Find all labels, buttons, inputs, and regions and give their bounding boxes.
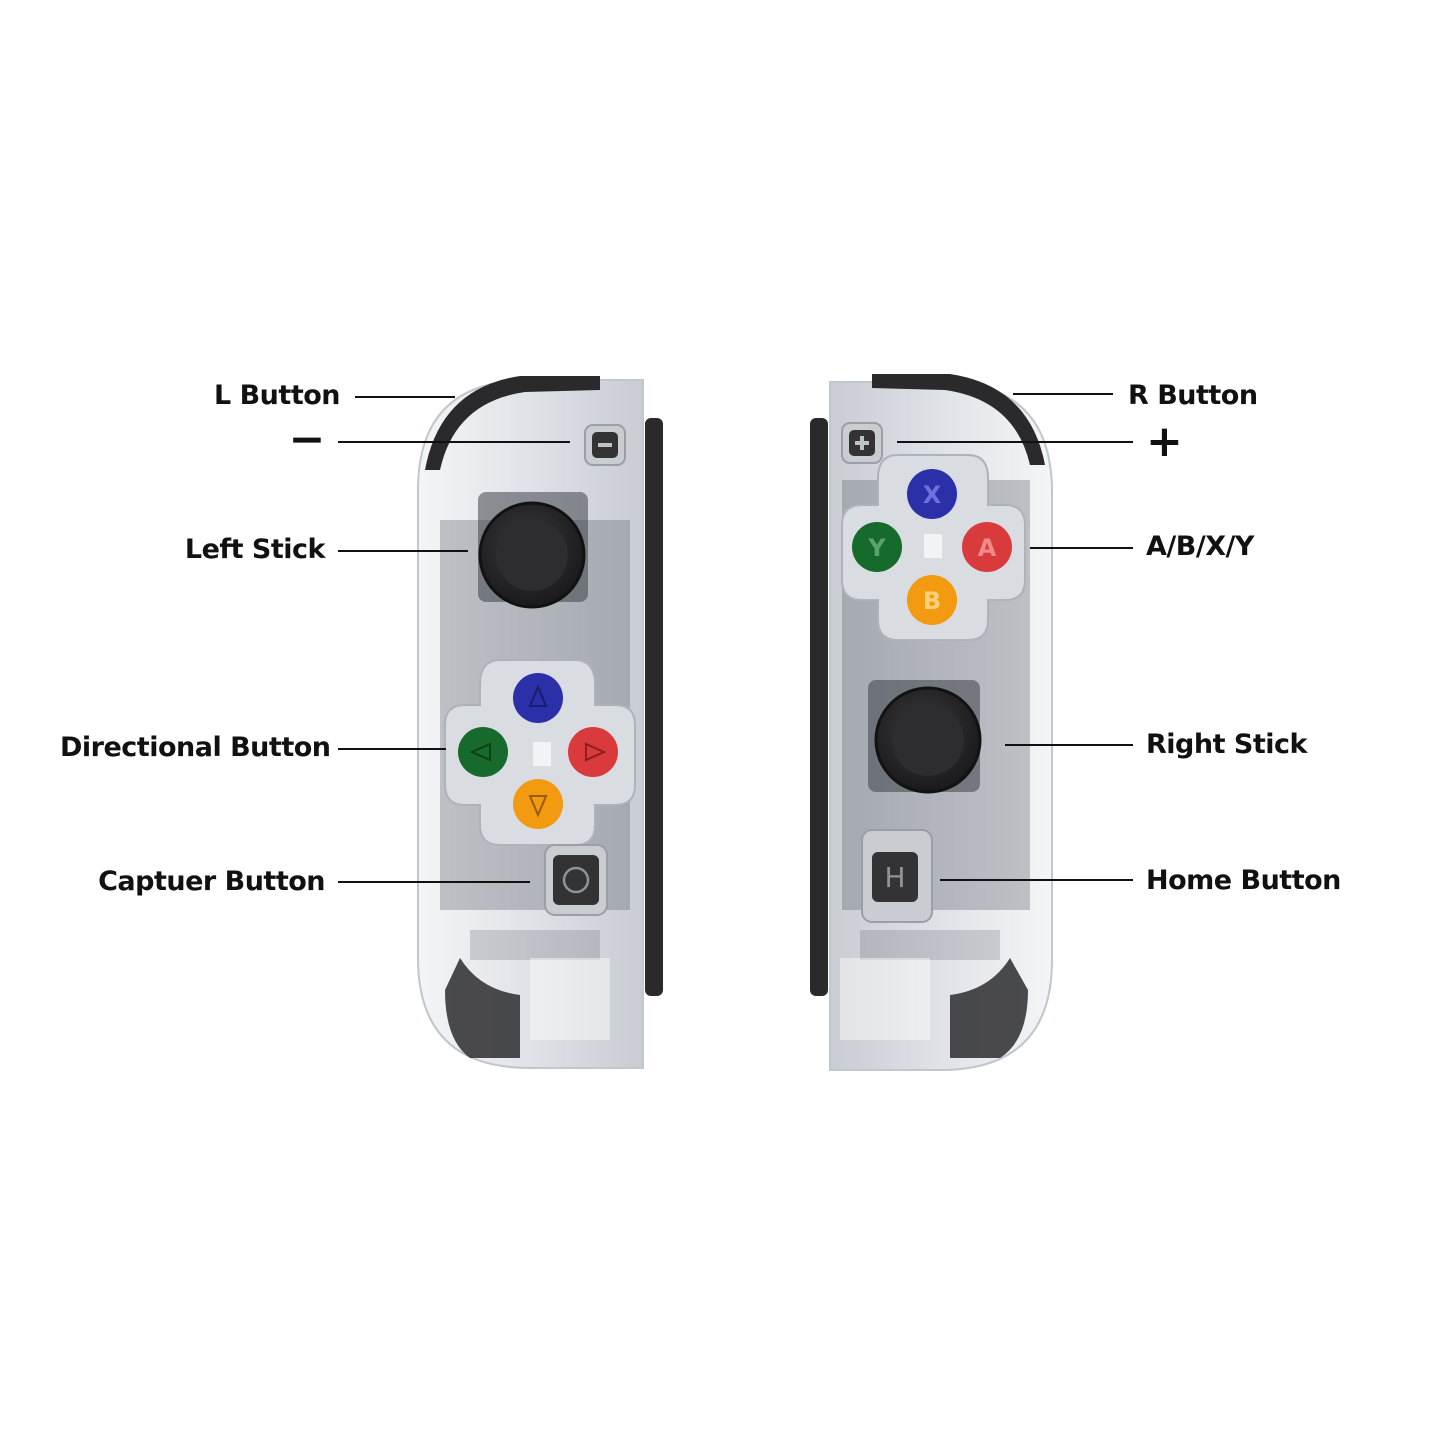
left-stick-label: Left Stick xyxy=(184,534,326,565)
dpad-up-button[interactable] xyxy=(513,673,563,723)
a-button[interactable] xyxy=(962,522,1012,572)
b-button[interactable] xyxy=(907,575,957,625)
triangle-right-icon xyxy=(585,742,607,762)
y-button-label: Y xyxy=(867,534,886,562)
b-button-label: B xyxy=(923,587,941,615)
right-stick-label: Right Stick xyxy=(1146,729,1307,760)
left-stick-leader xyxy=(338,550,468,552)
capture-button[interactable] xyxy=(553,855,599,905)
abxy-leader xyxy=(1030,547,1133,549)
directional-button-label: Directional Button xyxy=(60,732,331,763)
dpad-left-button[interactable] xyxy=(458,727,508,777)
plus-label: + xyxy=(1146,416,1183,467)
l-button-leader xyxy=(355,396,455,398)
home-button[interactable] xyxy=(872,852,918,902)
r-button-leader xyxy=(1013,393,1113,395)
x-button[interactable] xyxy=(907,469,957,519)
abxy-label: A/B/X/Y xyxy=(1146,531,1254,562)
directional-button-leader xyxy=(338,748,446,750)
right-joycon: X Y A B H xyxy=(810,374,1053,1071)
a-button-label: A xyxy=(978,534,997,562)
right-rail xyxy=(810,418,828,996)
triangle-down-icon xyxy=(528,795,548,818)
left-joycon xyxy=(417,376,663,1069)
l-shoulder-button[interactable] xyxy=(425,376,600,470)
minus-label: − xyxy=(288,414,326,465)
home-button-label: H xyxy=(884,861,905,894)
capture-button-label: Captuer Button xyxy=(98,866,325,897)
r-button-label: R Button xyxy=(1128,380,1258,411)
r-shoulder-button[interactable] xyxy=(872,374,1045,465)
minus-leader xyxy=(338,441,570,443)
x-button-label: X xyxy=(923,481,942,509)
home-button-label-text: Home Button xyxy=(1146,865,1341,896)
y-button[interactable] xyxy=(852,522,902,572)
triangle-up-icon xyxy=(528,684,548,707)
dpad-right-button[interactable] xyxy=(568,727,618,777)
left-rail xyxy=(645,418,663,996)
capture-button-leader xyxy=(338,881,530,883)
home-button-leader xyxy=(940,879,1133,881)
right-stick-leader xyxy=(1005,744,1133,746)
dpad-down-button[interactable] xyxy=(513,779,563,829)
plus-leader xyxy=(897,441,1133,443)
triangle-left-icon xyxy=(469,742,491,762)
l-button-label: L Button xyxy=(214,380,341,411)
